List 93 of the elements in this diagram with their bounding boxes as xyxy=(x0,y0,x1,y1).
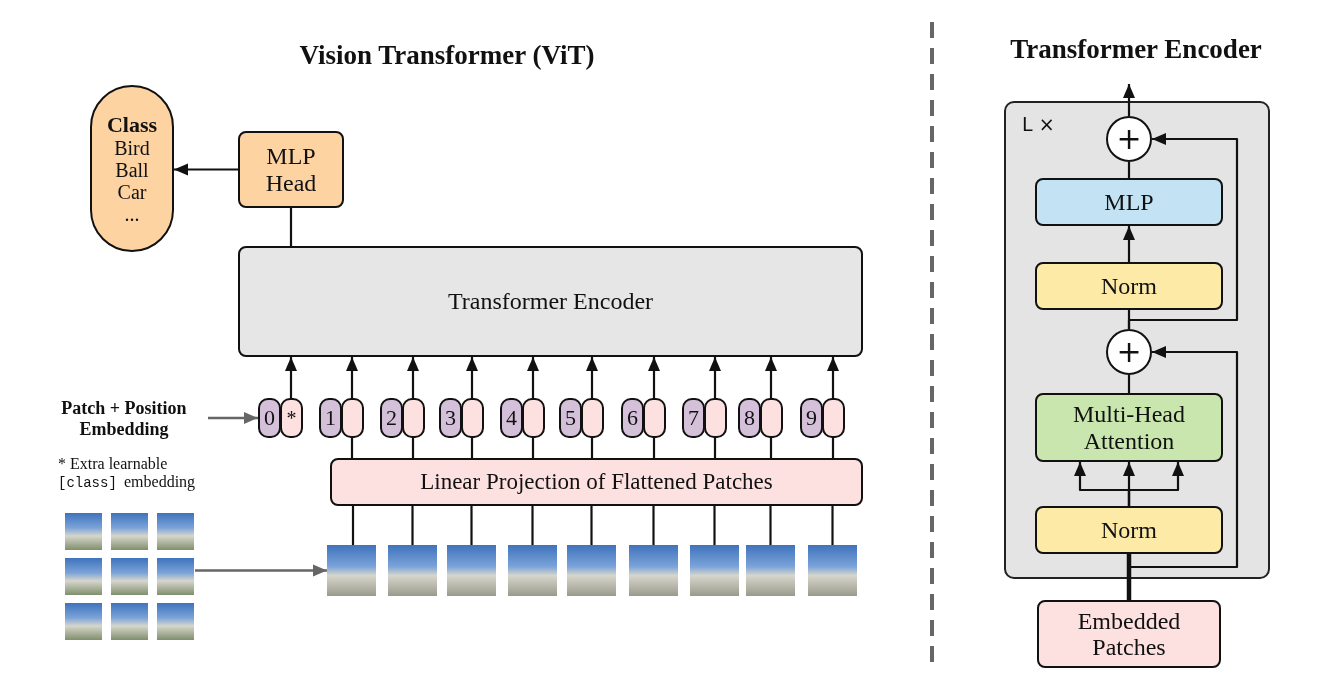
connector-line xyxy=(769,438,773,458)
connector-line xyxy=(1127,375,1131,393)
position-embedding-token: 9 xyxy=(800,398,823,438)
input-box xyxy=(1037,600,1221,668)
arrow xyxy=(466,357,478,398)
plus-sign: + xyxy=(1116,124,1142,154)
code-token: [class] xyxy=(58,475,117,491)
position-embedding-token: 4 xyxy=(500,398,523,438)
connector-line xyxy=(713,506,716,545)
attention-box xyxy=(1035,393,1223,462)
connector-line xyxy=(531,438,535,458)
connector-line xyxy=(652,506,655,545)
connector-line xyxy=(769,506,772,545)
box-label: Embedded Patches xyxy=(1076,607,1182,661)
norm-box xyxy=(1035,262,1223,310)
plus-sign: + xyxy=(1116,337,1142,367)
connector-line xyxy=(411,506,414,545)
encoder-block-background xyxy=(1004,101,1270,579)
position-embedding-token: 5 xyxy=(559,398,582,438)
box-label: MLP xyxy=(1103,188,1155,216)
photo-placeholder xyxy=(447,545,496,596)
arrow xyxy=(407,357,419,398)
position-embedding-token: 7 xyxy=(682,398,705,438)
arrow xyxy=(648,357,660,398)
position-embedding-token: 3 xyxy=(439,398,462,438)
position-embedding-token: 0 xyxy=(258,398,281,438)
box-label: Linear Projection of Flattened Patches xyxy=(419,469,774,495)
box-label: Multi-Head Attention xyxy=(1072,401,1186,454)
connector-line xyxy=(590,506,593,545)
repeat-label: L × xyxy=(1022,113,1055,135)
photo-placeholder xyxy=(567,545,616,596)
connector-line xyxy=(1127,162,1131,178)
connector-line xyxy=(470,438,474,458)
photo-placeholder xyxy=(508,545,557,596)
connector-line xyxy=(350,438,354,458)
box-label: Norm xyxy=(1100,516,1158,544)
connector-line xyxy=(411,438,415,458)
arrow xyxy=(285,357,297,398)
arrow xyxy=(586,357,598,398)
footnote-text: embedding xyxy=(124,473,196,491)
connector-line xyxy=(831,438,835,458)
photo-placeholder xyxy=(629,545,678,596)
class-name: Bird xyxy=(114,137,150,160)
connector-line xyxy=(652,438,656,458)
sum-circle xyxy=(1106,116,1152,162)
box-label: MLP Head xyxy=(264,143,318,196)
connector-line xyxy=(289,208,293,246)
position-embedding-token: 2 xyxy=(380,398,403,438)
photo-placeholder xyxy=(808,545,857,596)
photo-placeholder xyxy=(327,545,376,596)
patch-embedding-token: * xyxy=(280,398,303,438)
arrow xyxy=(765,357,777,398)
connector-line xyxy=(713,438,717,458)
arrow xyxy=(527,357,539,398)
encoder-box xyxy=(238,246,863,357)
class-heading: Class xyxy=(106,113,158,138)
photo-placeholder xyxy=(690,545,739,596)
connector-line xyxy=(470,506,473,545)
class-name: Car xyxy=(117,181,147,204)
connector-line xyxy=(1126,554,1132,600)
head-box xyxy=(238,131,344,208)
arrow xyxy=(1123,84,1135,116)
connector-line xyxy=(351,506,355,545)
box-label: Transformer Encoder xyxy=(446,288,655,315)
arrow xyxy=(1127,462,1184,506)
mlp-box xyxy=(1035,178,1223,226)
photo-placeholder xyxy=(388,545,437,596)
norm-box xyxy=(1035,506,1223,554)
connector-line xyxy=(831,506,834,545)
split-image-drawing xyxy=(65,513,195,640)
arrow xyxy=(346,357,358,398)
class-name: ... xyxy=(124,203,140,226)
class-name: Ball xyxy=(115,159,149,182)
arrow xyxy=(1123,226,1135,262)
connector-line xyxy=(590,438,594,458)
position-embedding-token: 1 xyxy=(319,398,342,438)
footnote-text: * Extra learnable xyxy=(58,455,168,473)
embedding-label: Patch + Position Embedding xyxy=(40,398,208,444)
position-embedding-token: 6 xyxy=(621,398,644,438)
sum-circle xyxy=(1106,329,1152,375)
box-label: Norm xyxy=(1100,272,1158,300)
photo-placeholder xyxy=(746,545,795,596)
connector-line xyxy=(531,506,534,545)
arrow xyxy=(709,357,721,398)
panel-title: Transformer Encoder xyxy=(1010,34,1262,65)
arrow xyxy=(195,564,327,577)
projection-box xyxy=(330,458,863,506)
arrow xyxy=(174,163,238,176)
arrow xyxy=(1127,133,1239,329)
arrow xyxy=(827,357,839,398)
position-embedding-token: 8 xyxy=(738,398,761,438)
diagram-title: Vision Transformer (ViT) xyxy=(299,40,595,71)
arrow xyxy=(208,412,258,424)
